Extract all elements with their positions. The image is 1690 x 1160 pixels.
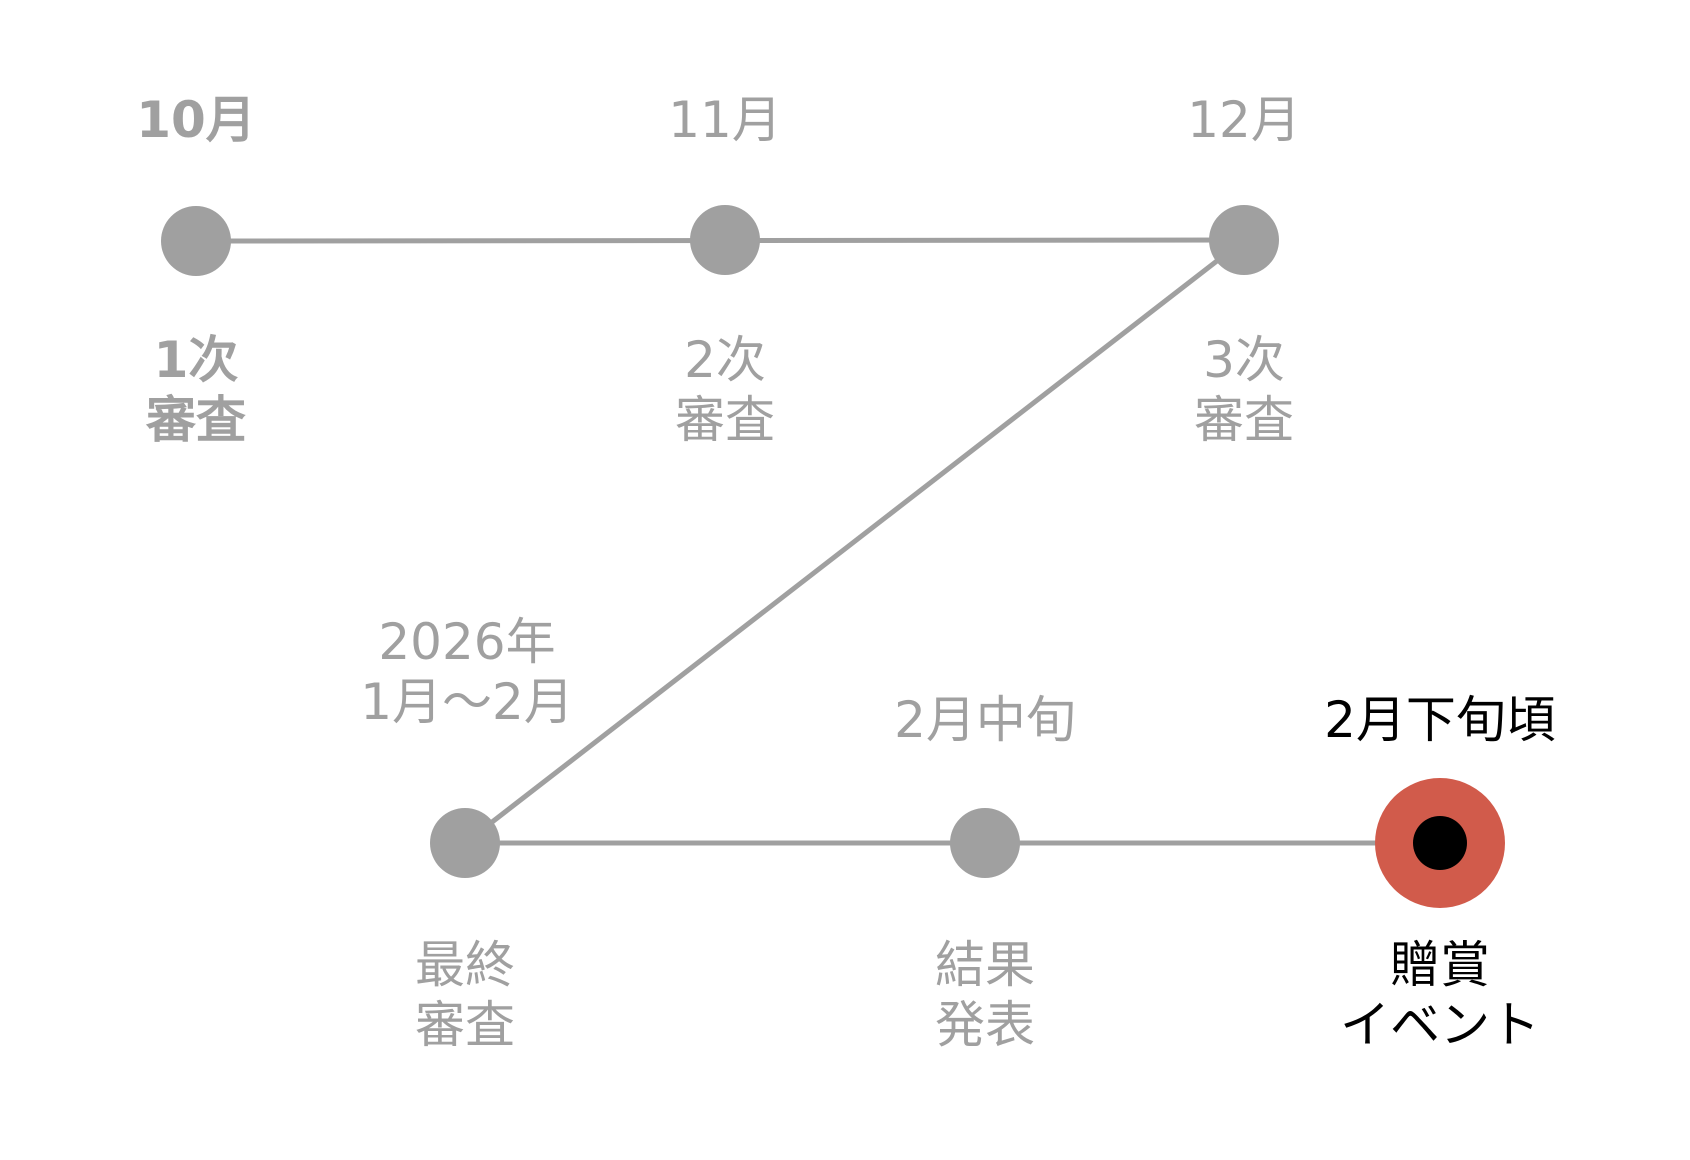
step-2-stage: 2次 審査 — [675, 331, 775, 449]
step-6-date: 2月下旬頃 — [1324, 691, 1556, 749]
step-5-date: 2月中旬 — [894, 691, 1076, 749]
diagonal-line — [463, 238, 1246, 845]
step-3-date: 12月 — [1187, 91, 1301, 149]
step-4-node — [430, 808, 500, 878]
step-4-stage: 最終 審査 — [415, 936, 515, 1054]
step-3-stage: 3次 審査 — [1194, 331, 1294, 449]
step-2-node — [690, 205, 760, 275]
step-6-stage: 贈賞 イベント — [1340, 936, 1540, 1054]
step-2-date: 11月 — [668, 91, 782, 149]
step-1-date: 10月 — [136, 91, 256, 149]
step-4-date: 2026年 1月〜2月 — [360, 613, 574, 731]
step-3-node — [1209, 205, 1279, 275]
step-1-node — [161, 206, 231, 276]
step-5-stage: 結果 発表 — [935, 936, 1035, 1054]
current-step-dot — [1413, 816, 1467, 870]
step-5-node — [950, 808, 1020, 878]
step-1-stage: 1次 審査 — [146, 331, 246, 449]
